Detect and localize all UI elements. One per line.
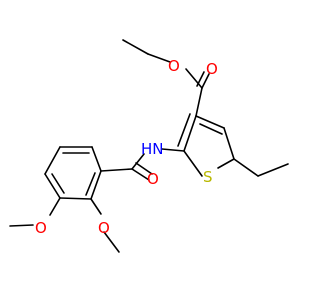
amine-nh-label: HN	[141, 140, 164, 158]
bond	[161, 148, 185, 152]
bond	[195, 115, 225, 129]
ester-oxygen-label: O	[168, 57, 180, 75]
bond	[185, 68, 203, 89]
methoxy-oxygen-label: O	[35, 219, 47, 237]
bond	[90, 198, 102, 215]
bond	[44, 146, 61, 175]
bond	[131, 168, 150, 181]
bond	[183, 150, 203, 177]
bond	[233, 158, 259, 177]
bond	[147, 53, 171, 63]
bond	[122, 39, 149, 55]
structure-canvas: O O HN O S O O	[9, 39, 289, 253]
bond	[201, 73, 210, 89]
bond	[135, 162, 153, 175]
thiophene-sulfur-label: S	[203, 168, 213, 186]
bond	[223, 127, 235, 160]
bond	[183, 115, 197, 152]
bond	[49, 197, 61, 216]
bond	[91, 146, 102, 172]
bond	[131, 153, 145, 170]
bond	[51, 173, 65, 194]
amide-oxygen-label: O	[147, 170, 159, 188]
bond	[90, 170, 102, 200]
bond	[199, 123, 223, 135]
molecule-drawing: O O HN O S O O	[9, 39, 289, 253]
methoxy-oxygen-label: O	[98, 219, 110, 237]
bond	[196, 71, 205, 87]
bond	[217, 158, 235, 169]
ester-carbonyl-oxygen-label: O	[206, 60, 218, 78]
bond	[195, 87, 203, 117]
bond	[257, 163, 289, 177]
bond	[59, 197, 92, 200]
bond	[100, 168, 133, 172]
bond	[177, 113, 191, 147]
bond	[9, 224, 34, 227]
bond	[44, 173, 61, 199]
bond	[103, 231, 120, 253]
bond	[85, 172, 96, 196]
